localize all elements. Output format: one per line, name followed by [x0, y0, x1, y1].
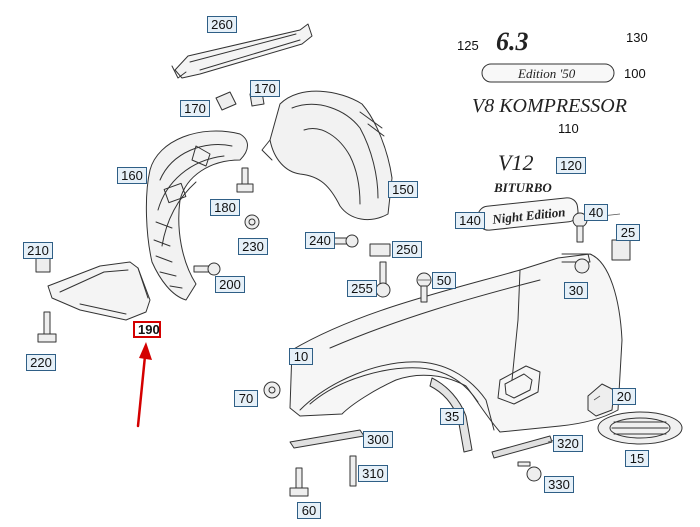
- callout-210[interactable]: 210: [23, 242, 53, 259]
- highlight-arrow: [136, 342, 152, 428]
- callout-170-right[interactable]: 170: [250, 80, 280, 97]
- callout-150[interactable]: 150: [388, 181, 418, 198]
- callout-50[interactable]: 50: [432, 272, 456, 289]
- label-100[interactable]: 100: [624, 66, 646, 81]
- fasteners: [35, 91, 631, 497]
- label-125[interactable]: 125: [457, 38, 479, 53]
- callout-200[interactable]: 200: [215, 276, 245, 293]
- lower-trim-320: [491, 435, 553, 459]
- callout-120[interactable]: 120: [556, 157, 586, 174]
- label-110[interactable]: 110: [558, 121, 579, 136]
- callout-330[interactable]: 330: [544, 476, 574, 493]
- callout-230[interactable]: 230: [238, 238, 268, 255]
- callout-180[interactable]: 180: [210, 199, 240, 216]
- edition-plate-100: [481, 63, 615, 83]
- under-shield-190: [47, 261, 151, 321]
- callout-300[interactable]: 300: [363, 431, 393, 448]
- callout-255[interactable]: 255: [347, 280, 377, 297]
- callout-170-left[interactable]: 170: [180, 100, 210, 117]
- callout-220[interactable]: 220: [26, 354, 56, 371]
- sill-trim-300: [289, 429, 365, 449]
- callout-15[interactable]: 15: [625, 450, 649, 467]
- wheel-liner-150: [261, 90, 393, 221]
- fender-panel-10: [289, 253, 623, 433]
- side-grille-15: [597, 411, 683, 445]
- callout-25[interactable]: 25: [616, 224, 640, 241]
- callout-10[interactable]: 10: [289, 348, 313, 365]
- callout-320[interactable]: 320: [553, 435, 583, 452]
- label-130[interactable]: 130: [626, 30, 648, 45]
- v8-kompressor-text: V8 KOMPRESSOR: [472, 95, 627, 117]
- callout-70[interactable]: 70: [234, 390, 258, 407]
- callout-40[interactable]: 40: [584, 204, 608, 221]
- wheel-liner-160: [145, 130, 248, 301]
- v12-text: V12: [498, 150, 533, 175]
- callout-250[interactable]: 250: [392, 241, 422, 258]
- callout-140[interactable]: 140: [455, 212, 485, 229]
- callout-35[interactable]: 35: [440, 408, 464, 425]
- trim-strip-260: [171, 23, 313, 79]
- callout-260[interactable]: 260: [207, 16, 237, 33]
- callout-60[interactable]: 60: [297, 502, 321, 519]
- biturbo-text: BITURBO: [493, 180, 552, 195]
- callout-30[interactable]: 30: [564, 282, 588, 299]
- bracket-20: [587, 383, 615, 417]
- callout-190[interactable]: 190: [133, 321, 161, 338]
- callout-310[interactable]: 310: [358, 465, 388, 482]
- badge-63-text: 6.3: [496, 27, 529, 56]
- arch-trim-35: [429, 377, 473, 453]
- callout-160[interactable]: 160: [117, 167, 147, 184]
- callout-20[interactable]: 20: [612, 388, 636, 405]
- callout-240[interactable]: 240: [305, 232, 335, 249]
- edition-50-text: Edition '50: [517, 66, 576, 81]
